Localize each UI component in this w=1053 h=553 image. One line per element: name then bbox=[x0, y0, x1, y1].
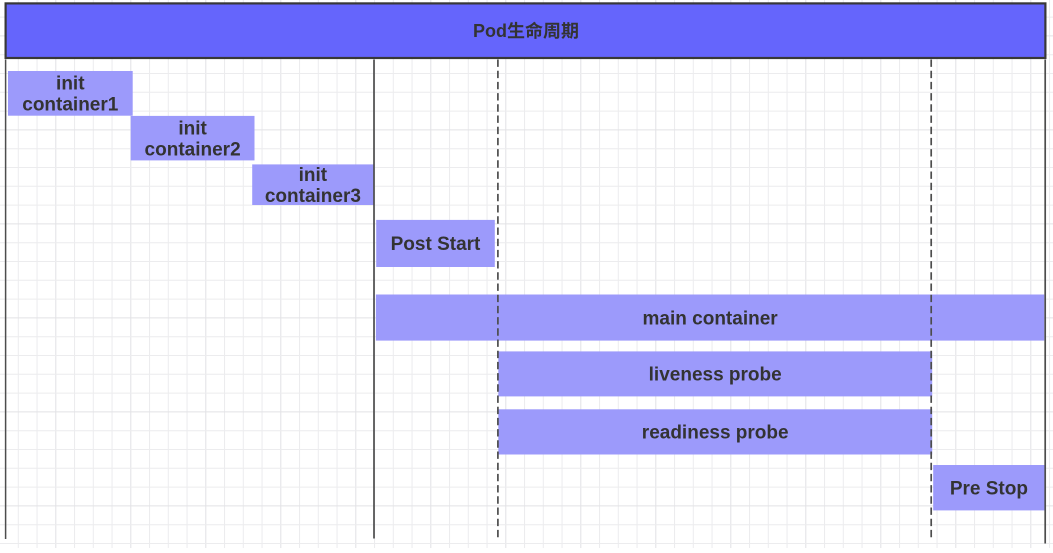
svg-text:container1: container1 bbox=[22, 95, 119, 116]
svg-text:liveness probe: liveness probe bbox=[649, 365, 782, 386]
svg-text:init: init bbox=[299, 165, 328, 186]
svg-text:readiness probe: readiness probe bbox=[642, 423, 789, 444]
svg-text:container2: container2 bbox=[145, 140, 241, 161]
svg-text:Post Start: Post Start bbox=[391, 234, 481, 255]
svg-text:Pre Stop: Pre Stop bbox=[950, 479, 1028, 500]
svg-text:init: init bbox=[56, 74, 85, 95]
svg-text:Pod: Pod bbox=[473, 21, 507, 41]
svg-text:container3: container3 bbox=[265, 186, 361, 207]
svg-text:main container: main container bbox=[643, 308, 779, 329]
svg-text:init: init bbox=[178, 119, 207, 140]
